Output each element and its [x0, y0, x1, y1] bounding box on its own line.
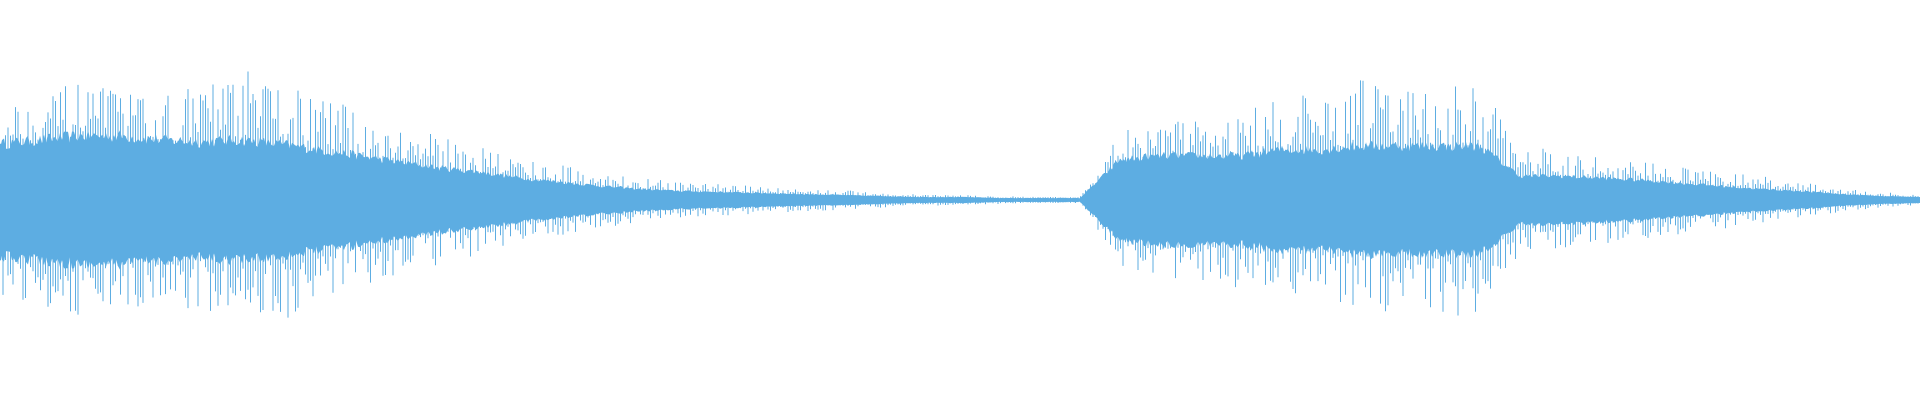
waveform-spikes: [0, 71, 1919, 318]
